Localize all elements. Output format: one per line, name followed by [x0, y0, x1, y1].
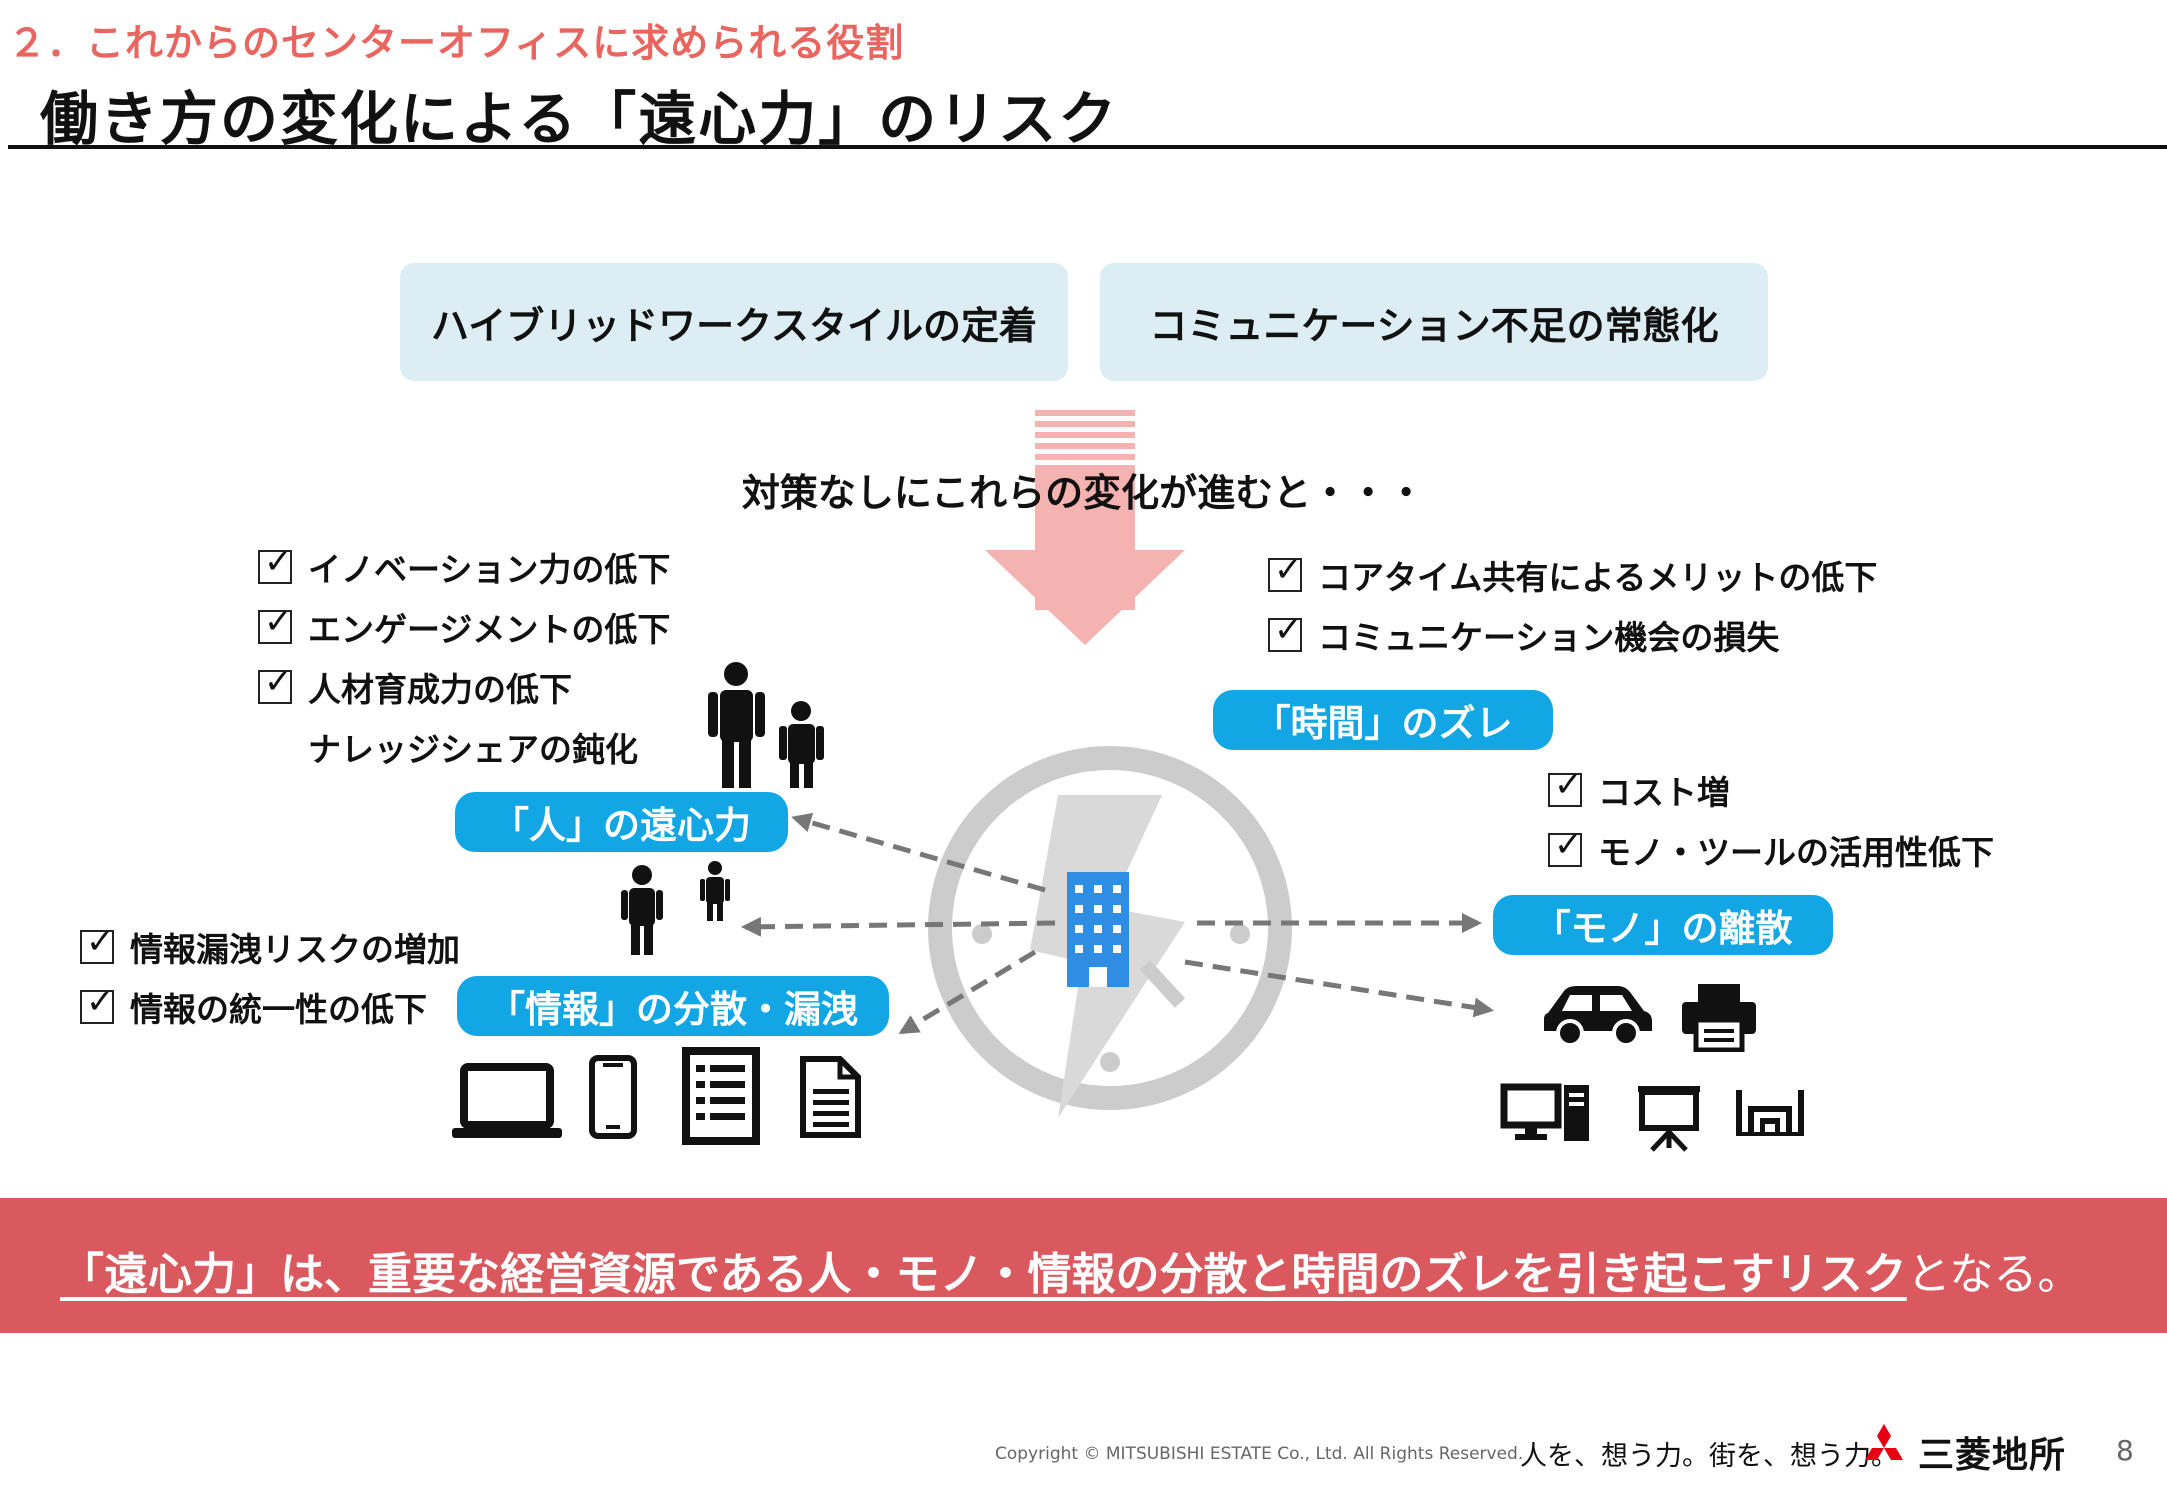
conclusion-band — [0, 1198, 2167, 1333]
checkbox-icon — [80, 982, 115, 1024]
printer-icon — [1682, 984, 1756, 1052]
checkbox-icon — [1548, 765, 1583, 807]
document-icon — [800, 1056, 861, 1138]
section-heading: ２．これからのセンターオフィスに求められる役割 — [8, 21, 905, 65]
people-check-item: 人材育成力の低下 — [258, 662, 670, 709]
checkbox-icon — [80, 922, 115, 964]
transition-prompt: 対策なしにこれらの変化が進むと・・・ — [741, 471, 1426, 515]
smartphone-icon — [589, 1055, 637, 1139]
info-check-item: 情報の統一性の低下 — [80, 982, 460, 1029]
building-icon — [1067, 872, 1129, 987]
checkbox-icon — [258, 542, 293, 584]
page-number: 8 — [2116, 1434, 2134, 1467]
checkbox-icon — [1268, 610, 1303, 652]
people-extra-item: ナレッジシェアの鈍化 — [308, 730, 638, 769]
brand-name: 三菱地所 — [1918, 1435, 2067, 1476]
page-title: 働き方の変化による「遠心力」のリスク — [40, 85, 1119, 153]
title-divider — [8, 145, 2167, 149]
things-check-list: コスト増 モノ・ツールの活用性低下 — [1548, 765, 1994, 872]
pill-info: 「情報」の分散・漏洩 — [457, 976, 889, 1036]
people-check-list: イノベーション力の低下 エンゲージメントの低下 人材育成力の低下 ナレッジシェア… — [258, 542, 670, 769]
car-icon — [1544, 986, 1652, 1047]
laptop-icon — [452, 1063, 562, 1138]
info-check-list: 情報漏洩リスクの増加 情報の統一性の低下 — [80, 922, 460, 1029]
people-check-item: イノベーション力の低下 — [258, 542, 670, 589]
copyright: Copyright © MITSUBISHI ESTATE Co., Ltd. … — [995, 1444, 1524, 1464]
time-check-item: コアタイム共有によるメリットの低下 — [1268, 550, 1877, 597]
person-icon — [621, 861, 730, 955]
desktop-pc-icon — [1500, 1083, 1589, 1141]
checkbox-icon — [258, 662, 293, 704]
things-check-item: コスト増 — [1548, 765, 1994, 812]
conclusion-rest: となる。 — [1906, 1249, 2082, 1300]
checkbox-icon — [258, 602, 293, 644]
down-arrow-icon — [985, 410, 1185, 645]
checkbox-icon — [1268, 550, 1303, 592]
checkbox-icon — [1548, 825, 1583, 867]
info-check-item: 情報漏洩リスクの増加 — [80, 922, 460, 969]
presentation-board-icon — [1638, 1086, 1700, 1152]
time-check-list: コアタイム共有によるメリットの低下 コミュニケーション機会の損失 — [1268, 550, 1877, 657]
tagline: 人を、想う力。街を、想う力。 — [1520, 1441, 1898, 1472]
document-list-icon — [682, 1047, 760, 1145]
people-check-item: エンゲージメントの低下 — [258, 602, 670, 649]
change-box-hybrid: ハイブリッドワークスタイルの定着 — [400, 263, 1068, 381]
pill-things: 「モノ」の離散 — [1493, 895, 1833, 955]
change-box-communication: コミュニケーション不足の常態化 — [1100, 263, 1768, 381]
mitsubishi-logo-icon — [1865, 1424, 1903, 1460]
things-check-item: モノ・ツールの活用性低下 — [1548, 825, 1994, 872]
person-icon — [708, 662, 824, 788]
dashed-arrows — [741, 812, 1494, 1035]
conclusion-emphasis: 「遠心力」は、重要な経営資源である人・モノ・情報の分散と時間のズレを引き起こすリ… — [60, 1249, 1907, 1300]
conclusion-text: 「遠心力」は、重要な経営資源である人・モノ・情報の分散と時間のズレを引き起こすリ… — [60, 1238, 2081, 1302]
pill-time: 「時間」のズレ — [1213, 690, 1553, 750]
office-desk-icon — [1736, 1090, 1804, 1136]
time-check-item: コミュニケーション機会の損失 — [1268, 610, 1877, 657]
pill-people: 「人」の遠心力 — [455, 792, 788, 852]
